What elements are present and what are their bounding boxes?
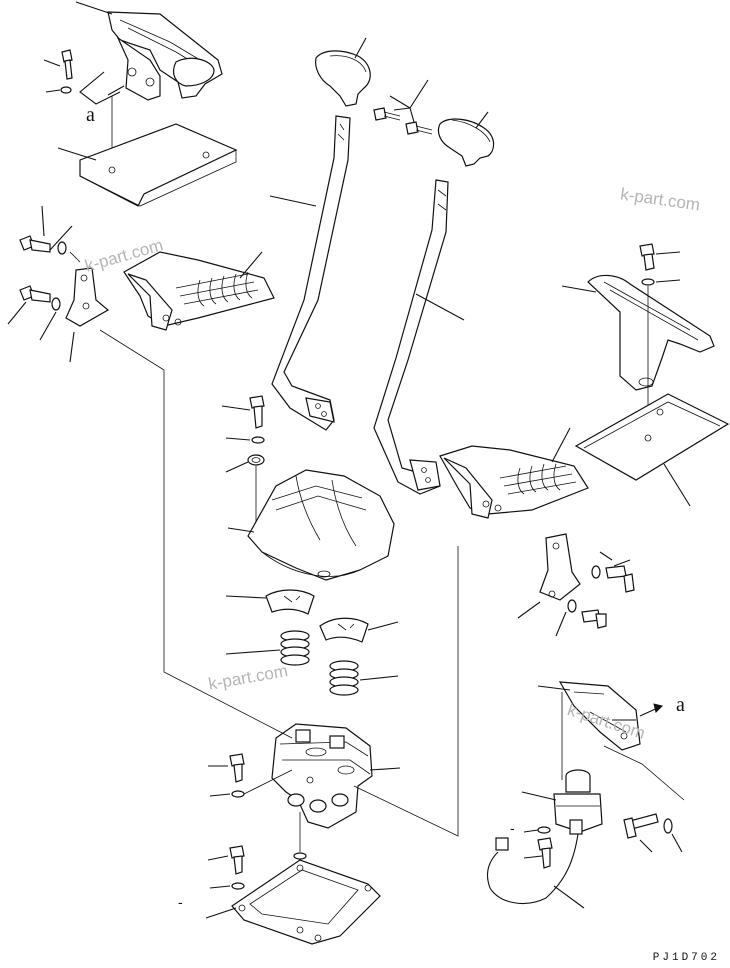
dash-mark: - [510,820,515,836]
limit-switch [521,769,683,869]
valve-cover [227,469,395,581]
valve-cover-bolt [221,395,265,530]
left-pedal-bracket [7,205,110,363]
reference-mark-a-right: a [676,694,685,716]
dash-mark: - [178,894,183,910]
left-foot-pedal [123,251,275,331]
return-spring [225,630,399,696]
left-lever-rod [269,115,351,431]
pilot-valve [208,723,401,829]
left-pedal-cover [107,11,223,101]
left-pedal-plate [57,123,238,207]
knob-bolts [373,79,433,135]
right-pedal-bracket [517,533,635,637]
right-lever-knob [437,111,495,167]
switch-bracket [537,681,685,801]
right-pedal-cover [561,243,715,438]
valve-cap [225,589,399,643]
right-pedal-plate [574,393,730,507]
valve-gasket [205,812,381,945]
left-lever-knob [315,37,371,107]
reference-mark-a-top: a [86,104,95,126]
drawing-code: PJ1D702 [652,952,720,964]
right-lever-rod [373,179,465,495]
right-foot-pedal [439,427,589,519]
switch-harness [487,833,585,909]
left-cover-bolt [43,49,73,94]
